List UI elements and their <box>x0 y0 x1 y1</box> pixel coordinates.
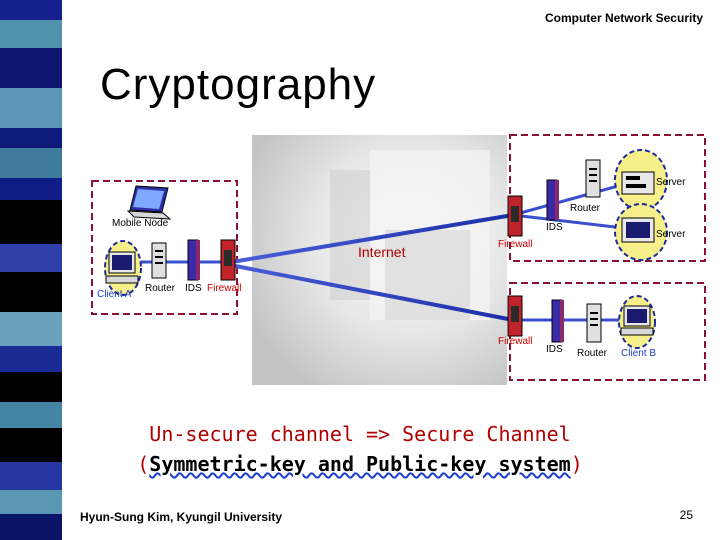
ids-top-icon <box>547 180 559 220</box>
ids-bottom-label: IDS <box>546 344 563 355</box>
ids-left-label: IDS <box>185 283 202 294</box>
page-number: 25 <box>680 508 693 522</box>
caption-line-1: Un-secure channel => Secure Channel <box>0 422 720 446</box>
ids-left-icon <box>188 240 200 280</box>
bottom-right-network-box <box>510 283 705 380</box>
server-top-label: Server <box>656 177 685 188</box>
router-left-icon <box>152 243 166 278</box>
router-bottom-icon <box>587 304 601 342</box>
footer-author: Hyun-Sung Kim, Kyungil University <box>80 510 282 524</box>
client-a-computer-icon <box>105 241 141 295</box>
laptop-icon <box>128 186 170 219</box>
client-b-label: Client B <box>621 348 656 359</box>
client-a-label: Client A <box>97 289 131 300</box>
firewall-top-icon <box>508 196 522 236</box>
mobile-node-label: Mobile Node <box>112 218 168 229</box>
router-top-icon <box>586 160 600 197</box>
firewall-left-icon <box>221 240 235 280</box>
internet-label: Internet <box>358 244 405 260</box>
firewall-top-label: Firewall <box>498 239 532 250</box>
caption-paren-close: ) <box>571 452 583 476</box>
server-mid-label: Server <box>656 229 685 240</box>
caption-paren-open: ( <box>137 452 149 476</box>
router-bottom-label: Router <box>577 348 607 359</box>
caption-key-systems: Symmetric-key and Public-key system <box>149 452 570 476</box>
client-b-computer-icon <box>619 296 655 348</box>
firewall-bottom-label: Firewall <box>498 336 532 347</box>
router-top-label: Router <box>570 203 600 214</box>
caption-line-2: (Symmetric-key and Public-key system) <box>0 452 720 476</box>
ids-bottom-icon <box>552 300 564 342</box>
internet-cloud <box>252 135 507 385</box>
firewall-left-label: Firewall <box>207 283 241 294</box>
top-right-network-box <box>510 135 705 261</box>
router-left-label: Router <box>145 283 175 294</box>
firewall-bottom-icon <box>508 296 522 336</box>
ids-top-label: IDS <box>546 222 563 233</box>
